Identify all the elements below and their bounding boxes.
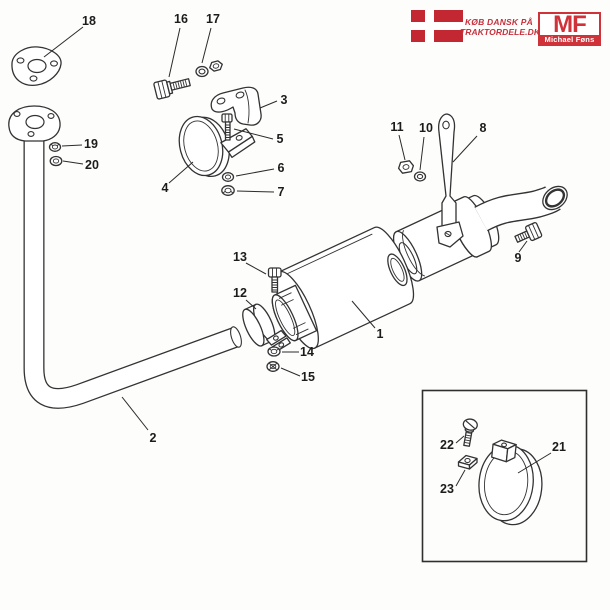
part-screw-22: [462, 418, 478, 447]
leader-19: [61, 144, 83, 147]
leader-6: [235, 168, 275, 177]
leader-21: [517, 452, 552, 474]
part-nut-15: [266, 361, 280, 372]
callout-3: 3: [281, 93, 288, 107]
part-strap-8: [436, 113, 464, 248]
part-nut-20: [49, 155, 63, 167]
leader-9: [518, 240, 528, 253]
part-inlet-pipe: [271, 284, 318, 342]
leader-16: [168, 27, 181, 78]
part-clamp-21: [478, 439, 543, 526]
callout-14: 14: [300, 345, 314, 359]
part-nut-11: [397, 160, 415, 174]
leader-4: [168, 161, 194, 184]
tagline-line2: TRAKTORDELE.DK: [460, 27, 541, 37]
callout-4: 4: [162, 181, 169, 195]
leader-1: [351, 300, 376, 329]
callout-15: 15: [301, 370, 315, 384]
leader-18: [43, 26, 84, 58]
part-bolt-9: [514, 222, 543, 243]
callout-1: 1: [377, 327, 384, 341]
callout-17: 17: [206, 12, 220, 26]
part-bolt-16: [153, 78, 191, 100]
leader-2: [121, 396, 149, 431]
part-downpipe-2: [8, 105, 242, 409]
leader-10: [419, 136, 425, 171]
callout-5: 5: [277, 132, 284, 146]
callout-2: 2: [150, 431, 157, 445]
mf-logo-text: MF: [553, 11, 587, 38]
leader-15: [280, 367, 301, 377]
part-bolt-5: [221, 113, 233, 141]
danish-flag-icon: [411, 10, 463, 42]
callout-19: 19: [84, 137, 98, 151]
callout-leaders: [43, 26, 552, 487]
leader-13: [245, 262, 267, 275]
callout-16: 16: [174, 12, 188, 26]
leader-12: [245, 299, 257, 310]
part-gasket-18: [11, 46, 62, 86]
part-tail-pipe: [474, 185, 568, 232]
part-washer-10: [413, 171, 427, 182]
part-washer-nut-17: [195, 60, 223, 78]
brand-tagline: KØB DANSK PÅ TRAKTORDELE.DK: [460, 17, 541, 37]
callout-23: 23: [440, 482, 454, 496]
part-bracket-3: [210, 86, 262, 126]
callout-13: 13: [233, 250, 247, 264]
callout-21: 21: [552, 440, 566, 454]
callout-10: 10: [419, 121, 433, 135]
leader-3: [259, 100, 278, 109]
callout-12: 12: [233, 286, 247, 300]
leader-23: [455, 469, 466, 487]
callout-numbers: 18 16 17 3 5 4 6 7 11 10 8 9 19 20 13 12…: [82, 12, 566, 496]
inset-box: [421, 389, 588, 563]
callout-22: 22: [440, 438, 454, 452]
flag-cross-horizontal: [411, 22, 463, 30]
part-nut-7: [221, 185, 235, 196]
mf-logo: MF Michael Føns: [538, 12, 601, 46]
part-square-nut-23: [457, 454, 478, 470]
callout-11: 11: [390, 120, 403, 134]
leader-20: [62, 160, 84, 165]
leader-5: [233, 128, 274, 140]
part-nut-6: [221, 172, 235, 182]
leader-7: [236, 190, 275, 193]
leader-17: [201, 27, 212, 64]
leader-22: [455, 435, 465, 444]
part-clamp-4: [178, 115, 256, 177]
callout-18: 18: [82, 14, 96, 28]
part-nut-19: [48, 142, 62, 152]
callout-6: 6: [278, 161, 285, 175]
part-bolt-13: [267, 267, 282, 293]
tagline-line1: KØB DANSK PÅ: [464, 17, 534, 27]
callout-9: 9: [515, 251, 522, 265]
callout-20: 20: [85, 158, 99, 172]
callout-7: 7: [278, 185, 285, 199]
mf-logo-subtitle: Michael Føns: [540, 35, 599, 44]
leader-8: [452, 135, 478, 163]
leader-11: [398, 134, 406, 161]
part-nut-14: [267, 346, 281, 357]
callout-8: 8: [480, 121, 487, 135]
